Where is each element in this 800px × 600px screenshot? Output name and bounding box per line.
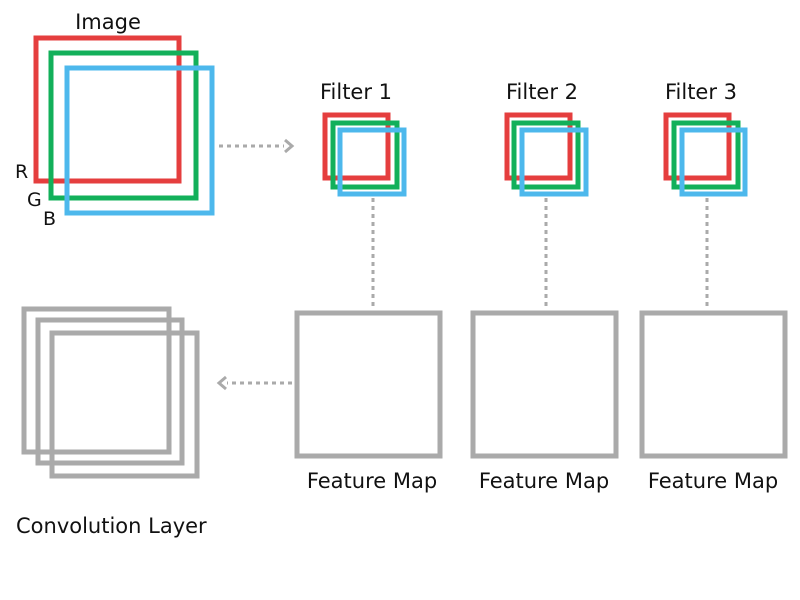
green-channel-square [48,50,199,201]
convolution-layer: Convolution Layer [16,306,207,538]
filter-2-blue-square [519,127,589,197]
filter-3-green-square [671,120,741,190]
filter-2-title: Filter 2 [506,80,578,104]
channel-label-b: B [43,208,56,230]
image-to-filter-arrow [219,138,295,154]
filter-2: Filter 2 Feature Map [470,80,619,493]
input-image: Image R G B [15,10,215,230]
image-title: Image [75,10,141,34]
filter-3-red-square [663,112,732,181]
filter-1-red-square [322,112,391,181]
feature-map-to-layer-arrow [216,375,292,391]
feature-map-1-label: Feature Map [307,469,437,493]
channel-label-r: R [15,161,28,183]
feature-map-2-label: Feature Map [479,469,609,493]
blue-channel-square [64,65,215,216]
convolution-layer-label: Convolution Layer [16,514,207,538]
convolution-layer-square-2 [35,317,185,466]
red-channel-square [33,35,182,184]
filter-2-green-square [511,120,581,190]
convolution-layer-square-1 [21,306,172,455]
filter-1: Filter 1 Feature Map [294,80,443,493]
filter-3-title: Filter 3 [665,80,737,104]
feature-map-1-square [294,310,443,459]
filter-3: Filter 3 Feature Map [639,80,788,493]
feature-map-3-square [639,310,788,459]
feature-map-3-label: Feature Map [648,469,778,493]
filter-3-blue-square [679,127,748,197]
convolution-layer-square-3 [49,330,200,479]
filter-1-blue-square [337,127,407,197]
filter-1-green-square [330,120,400,190]
channel-label-g: G [27,189,42,211]
filter-1-title: Filter 1 [320,80,392,104]
feature-map-2-square [470,310,619,459]
filter-2-red-square [504,112,573,181]
